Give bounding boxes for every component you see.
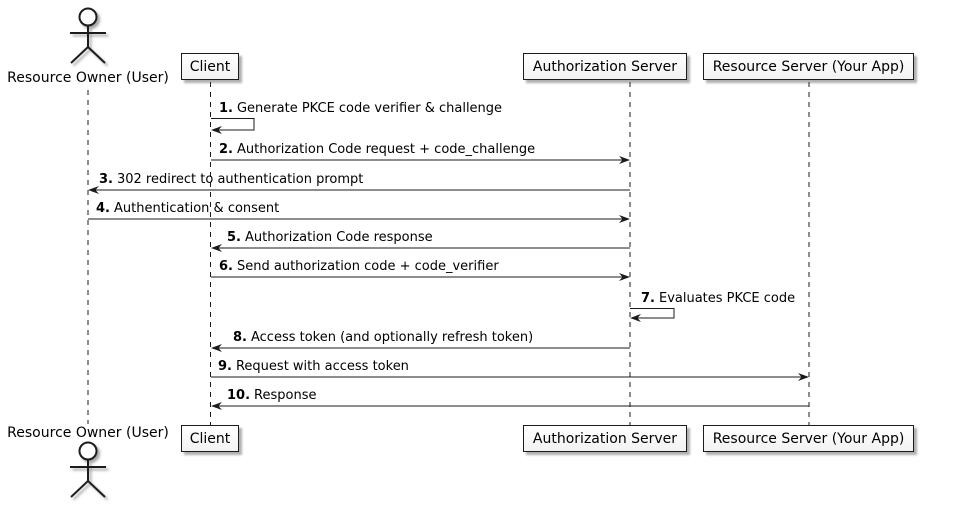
message-1-number: 1. — [219, 101, 233, 116]
message-10-text: Response — [254, 388, 317, 403]
participant-client-bottom: Client — [181, 425, 239, 452]
message-5-arrow — [211, 244, 630, 252]
actor-figure-bottom — [70, 441, 106, 498]
message-3-number: 3. — [99, 172, 113, 187]
participant-auth-server-top: Authorization Server — [523, 53, 687, 80]
message-8-label: 8.Access token (and optionally refresh t… — [233, 330, 533, 345]
message-1-text: Generate PKCE code verifier & challenge — [236, 101, 503, 116]
message-10-arrow — [211, 402, 809, 410]
actor-figure-top — [70, 7, 106, 64]
message-1-self-arrow — [211, 118, 255, 134]
participant-auth-server-bottom: Authorization Server — [523, 425, 687, 452]
message-10-number: 10. — [227, 388, 251, 403]
message-2-label: 2.Authorization Code request + code_chal… — [219, 142, 535, 157]
actor-resource-owner-label-top: Resource Owner (User) — [7, 70, 169, 86]
message-8-text: Access token (and optionally refresh tok… — [250, 330, 534, 345]
message-7-number: 7. — [641, 291, 655, 306]
actor-resource-owner-label-bottom: Resource Owner (User) — [7, 425, 169, 441]
message-5-text: Authorization Code response — [244, 230, 433, 245]
message-8-arrow — [211, 344, 630, 352]
message-6-number: 6. — [219, 259, 233, 274]
message-9-arrow — [211, 373, 809, 381]
message-7-text: Evaluates PKCE code — [658, 291, 796, 306]
message-7-self-arrow — [630, 308, 675, 322]
message-10-label: 10.Response — [227, 388, 316, 403]
message-6-text: Send authorization code + code_verifier — [236, 259, 499, 274]
message-5-label: 5.Authorization Code response — [227, 230, 433, 245]
message-4-arrow — [88, 215, 630, 223]
message-2-text: Authorization Code request + code_challe… — [236, 142, 536, 157]
message-4-number: 4. — [96, 201, 110, 216]
message-9-number: 9. — [218, 359, 232, 374]
message-4-label: 4.Authentication & consent — [96, 201, 279, 216]
message-4-text: Authentication & consent — [113, 201, 280, 216]
message-3-label: 3.302 redirect to authentication prompt — [99, 172, 363, 187]
message-1-label: 1.Generate PKCE code verifier & challeng… — [219, 101, 502, 116]
message-3-text: 302 redirect to authentication prompt — [116, 172, 364, 187]
message-2-number: 2. — [219, 142, 233, 157]
message-9-text: Request with access token — [235, 359, 409, 374]
message-8-number: 8. — [233, 330, 247, 345]
participant-client-top: Client — [181, 53, 239, 80]
message-9-label: 9.Request with access token — [218, 359, 409, 374]
message-6-label: 6.Send authorization code + code_verifie… — [219, 259, 499, 274]
message-6-arrow — [211, 273, 630, 281]
participant-resource-server-bottom: Resource Server (Your App) — [703, 425, 914, 452]
participant-resource-server-top: Resource Server (Your App) — [703, 53, 914, 80]
message-7-label: 7.Evaluates PKCE code — [641, 291, 795, 306]
message-5-number: 5. — [227, 230, 241, 245]
message-2-arrow — [211, 156, 630, 164]
message-3-arrow — [88, 186, 630, 194]
